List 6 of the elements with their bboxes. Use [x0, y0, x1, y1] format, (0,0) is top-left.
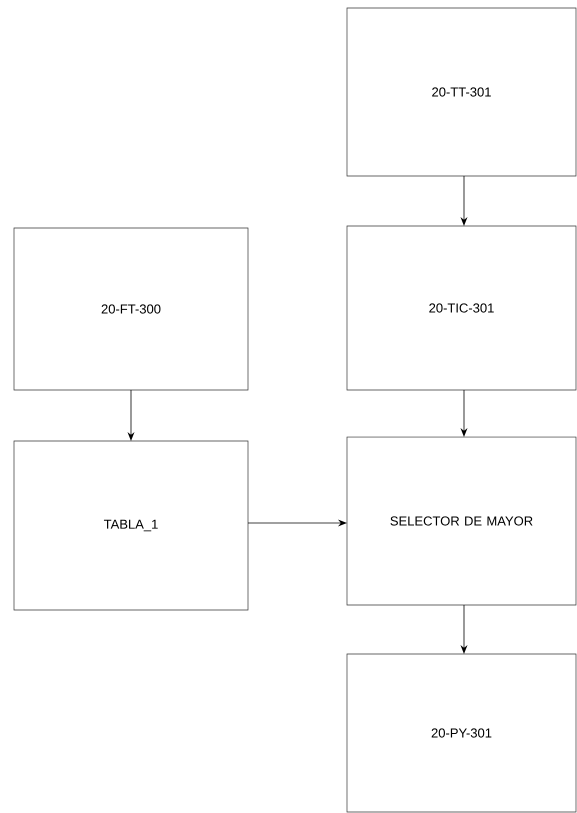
process-box: 20-PY-301	[346, 654, 576, 812]
process-box: 20-TT-301	[346, 8, 576, 176]
process-box: SELECTOR DE MAYOR	[346, 436, 576, 606]
process-box: TABLA_1	[14, 440, 248, 610]
process-box: 20-TIC-301	[346, 226, 576, 390]
process-box: 20-FT-300	[14, 228, 248, 390]
